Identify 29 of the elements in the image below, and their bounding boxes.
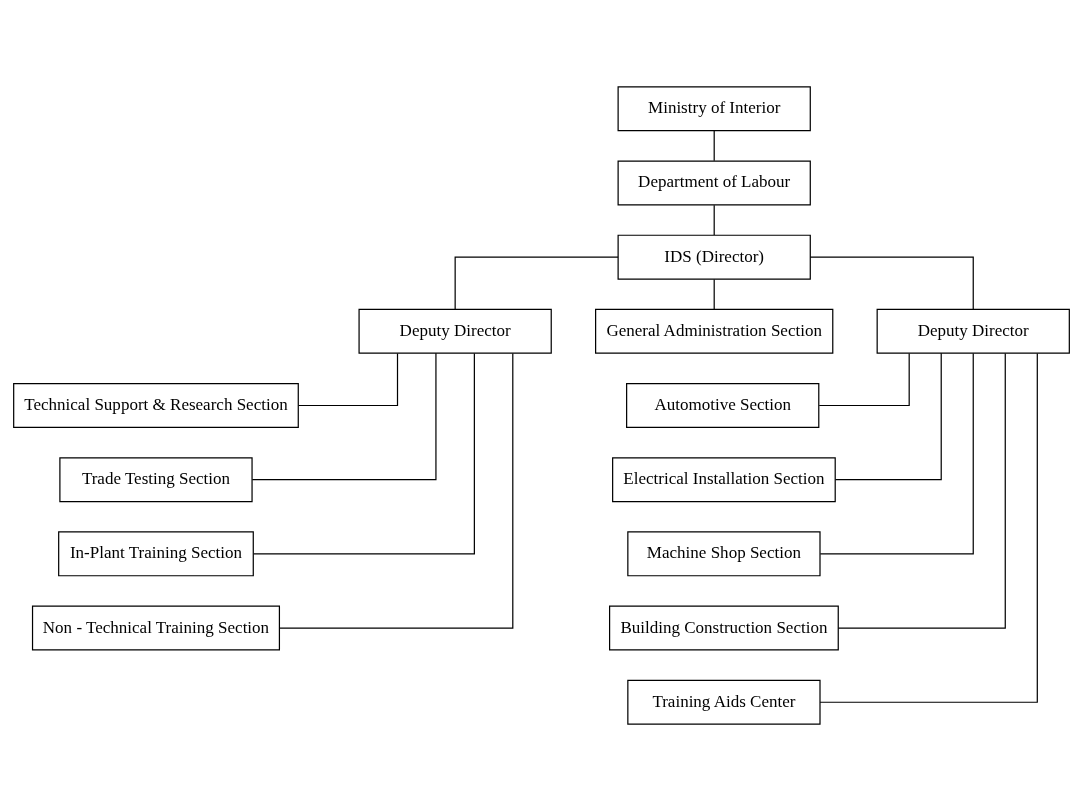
connector: [713, 278, 715, 310]
node-box: Training Aids Center: [627, 679, 821, 725]
node-box: Deputy Director: [876, 308, 1070, 354]
connector: [837, 352, 1006, 629]
node-box: Automotive Section: [626, 382, 820, 428]
node-box: Non - Technical Training Section: [31, 605, 281, 651]
node-box: Machine Shop Section: [627, 530, 821, 576]
node-box: Ministry of Interior: [617, 85, 811, 131]
connector: [713, 204, 715, 235]
connector: [809, 256, 974, 310]
node-box: Trade Testing Section: [59, 456, 253, 502]
connector: [819, 352, 974, 554]
connector: [834, 352, 942, 480]
node-box: General Administration Section: [595, 308, 834, 354]
node-box: IDS (Director): [617, 234, 811, 280]
node-box: In-Plant Training Section: [58, 530, 254, 576]
node-box: Technical Support & Research Section: [13, 382, 299, 428]
node-box: Department of Labour: [617, 159, 811, 205]
node-box: Electrical Installation Section: [612, 456, 836, 502]
connector: [251, 352, 437, 480]
connector: [454, 256, 619, 310]
connector: [297, 352, 399, 406]
connector: [279, 352, 514, 629]
connector: [713, 129, 715, 161]
node-box: Deputy Director: [358, 308, 552, 354]
connector: [818, 352, 910, 406]
connector: [253, 352, 475, 554]
node-box: Building Construction Section: [609, 605, 839, 651]
connector: [819, 352, 1038, 703]
